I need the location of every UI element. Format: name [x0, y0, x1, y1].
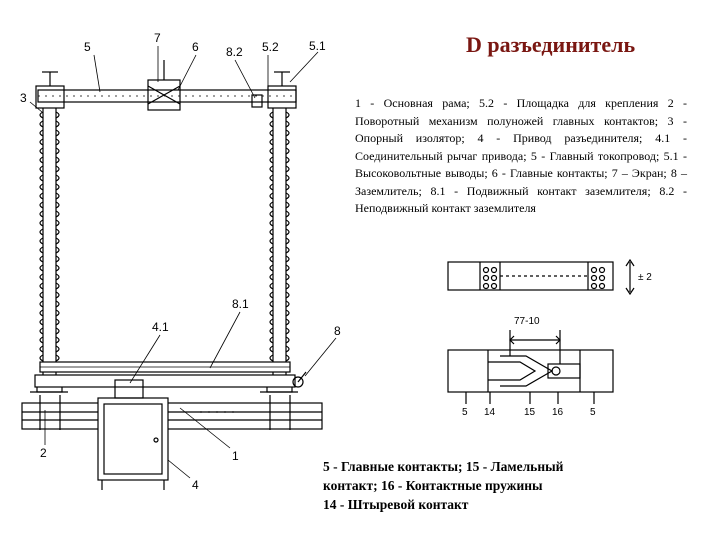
detail-caption: 5 - Главные контакты; 15 - Ламельный кон…	[323, 457, 653, 514]
left-insulator	[30, 108, 68, 393]
label-2: 2	[40, 446, 47, 460]
caption-line: 14 - Штыревой контакт	[323, 497, 469, 512]
page-title: D разъединитель	[466, 32, 636, 57]
label-5-2: 5.2	[262, 40, 279, 54]
detail-bottom-contact	[447, 330, 614, 404]
label-8-2: 8.2	[226, 45, 243, 59]
label-6: 6	[192, 40, 199, 54]
label-4-1: 4.1	[152, 320, 169, 334]
caption-line: 5 - Главные контакты; 15 - Ламельный	[323, 459, 564, 474]
main-frame	[21, 395, 323, 430]
earthing-rod	[34, 361, 307, 388]
leader-lines	[29, 46, 337, 479]
detail-label-14: 14	[484, 407, 496, 418]
detail-labels: ± 2 77-10 5 14 15 16 5	[462, 272, 652, 418]
detail-label-dimension: 77-10	[514, 316, 540, 327]
label-4: 4	[192, 478, 199, 492]
drive-cabinet	[97, 379, 169, 490]
label-1: 1	[232, 449, 239, 463]
detail-label-16: 16	[552, 407, 564, 418]
label-7: 7	[154, 31, 161, 45]
detail-top-contact	[447, 258, 635, 296]
detail-label-5a: 5	[462, 407, 468, 418]
detail-label-5b: 5	[590, 407, 596, 418]
label-8: 8	[334, 324, 341, 338]
label-3: 3	[20, 91, 27, 105]
caption-line: контакт; 16 - Контактные пружины	[323, 478, 543, 493]
legend-text: 1 - Основная рама; 5.2 - Площадка для кр…	[355, 96, 687, 215]
main-labels: 5 7 6 8.2 5.2 5.1 3 8.1 4.1 8 2 1 4	[20, 31, 341, 492]
label-5: 5	[84, 40, 91, 54]
main-conductor	[35, 60, 297, 111]
detail-label-15: 15	[524, 407, 536, 418]
right-insulator	[260, 108, 298, 393]
label-5-1: 5.1	[309, 39, 326, 53]
label-8-1: 8.1	[232, 297, 249, 311]
detail-label-pm2: ± 2	[638, 272, 652, 283]
